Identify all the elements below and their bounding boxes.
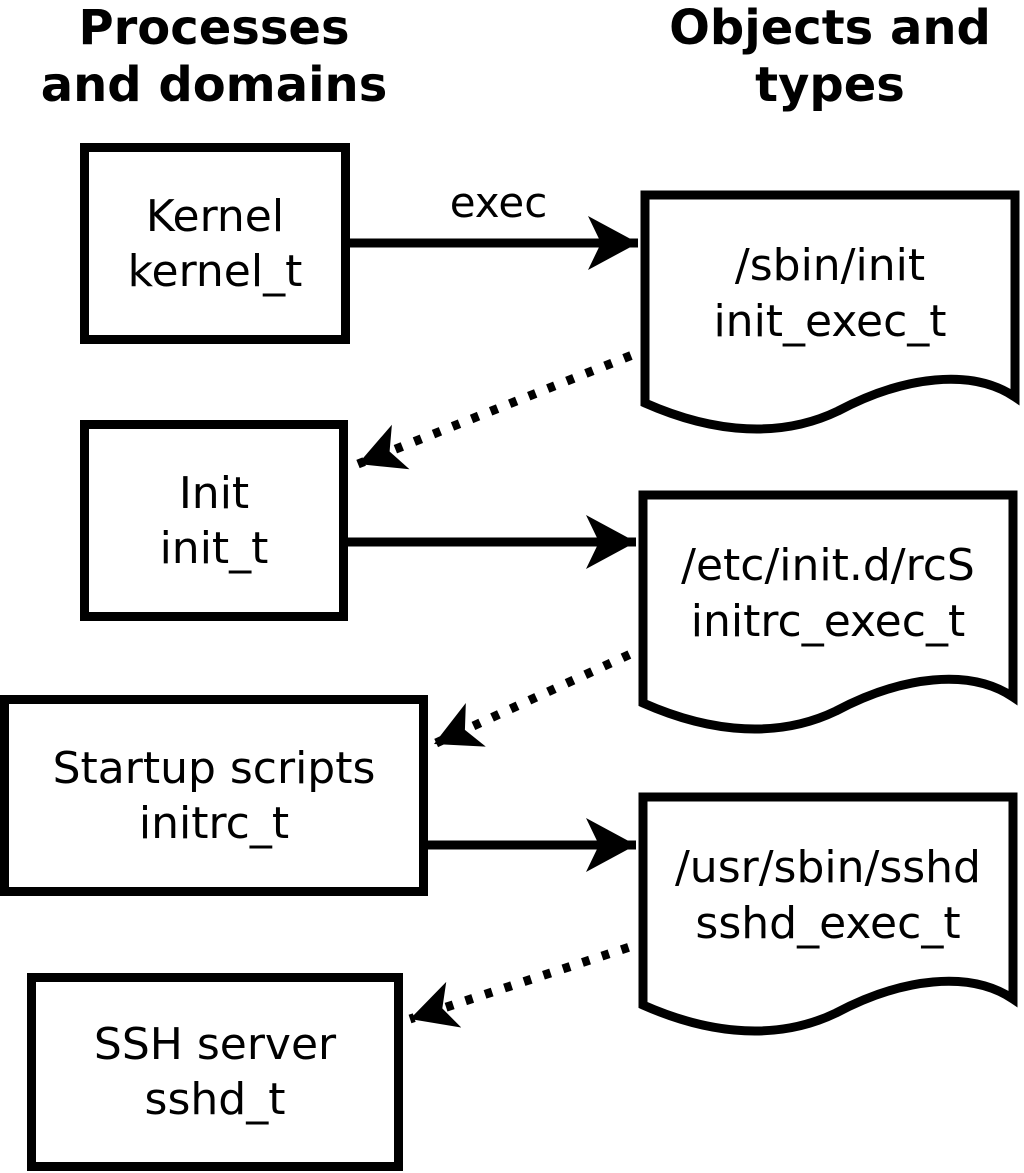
object-path-label: /sbin/init xyxy=(734,240,926,291)
document-shape-icon xyxy=(638,490,1018,734)
object-node-sbin-init: /sbin/init init_exec_t xyxy=(640,190,1020,440)
object-node-text: /usr/sbin/sshd sshd_exec_t xyxy=(648,806,1008,986)
object-node-text: /etc/init.d/rcS initrc_exec_t xyxy=(648,504,1008,684)
column-header-processes-line2: and domains xyxy=(40,57,388,113)
process-label: Kernel xyxy=(145,190,285,242)
object-type-label: initrc_exec_t xyxy=(690,596,966,647)
object-type-label: init_exec_t xyxy=(713,296,947,347)
transition-arrow-sshd-to-ssh-server xyxy=(408,936,650,1028)
column-header-objects-line1: Objects and xyxy=(669,0,991,56)
domain-type-label: initrc_t xyxy=(138,797,290,849)
column-header-objects-line2: types xyxy=(755,57,905,113)
domain-type-label: sshd_t xyxy=(144,1074,286,1125)
process-node-init: Init init_t xyxy=(80,420,348,621)
transition-arrow-rcs-to-startup xyxy=(432,641,650,749)
object-path-label: /etc/init.d/rcS xyxy=(681,540,975,591)
object-node-text: /sbin/init init_exec_t xyxy=(650,204,1010,384)
process-label: Init xyxy=(178,467,250,519)
process-label: Startup scripts xyxy=(52,742,376,794)
column-header-processes-line1: Processes xyxy=(78,0,350,56)
process-node-kernel: Kernel kernel_t xyxy=(80,143,350,344)
domain-type-label: kernel_t xyxy=(127,245,303,297)
object-type-label: sshd_exec_t xyxy=(695,898,961,949)
document-shape-icon xyxy=(640,190,1020,434)
column-header-objects: Objects and types xyxy=(640,0,1020,114)
object-node-etc-initd-rcs: /etc/init.d/rcS initrc_exec_t xyxy=(638,490,1018,740)
process-node-ssh-server: SSH server sshd_t xyxy=(27,973,403,1171)
document-shape-icon xyxy=(638,792,1018,1036)
object-path-label: /usr/sbin/sshd xyxy=(674,842,981,893)
process-label: SSH server xyxy=(93,1019,337,1070)
transition-arrow-sbin-init-to-init xyxy=(356,343,652,470)
domain-type-label: init_t xyxy=(159,522,269,574)
column-header-processes: Processes and domains xyxy=(0,0,428,114)
process-node-startup-scripts: Startup scripts initrc_t xyxy=(0,695,428,896)
object-node-usr-sbin-sshd: /usr/sbin/sshd sshd_exec_t xyxy=(638,792,1018,1042)
exec-arrow-label: exec xyxy=(449,178,548,227)
